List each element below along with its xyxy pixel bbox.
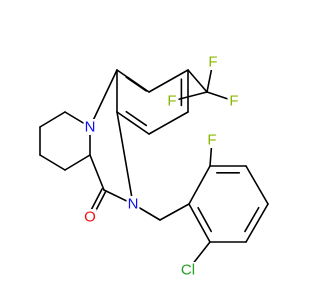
bond-A2-CF3	[187, 69, 208, 93]
atom-label-f-right: F	[229, 93, 238, 110]
atom-label-background	[206, 54, 220, 70]
bond-B4-B5	[245, 203, 269, 243]
molecule-canvas: F F F F N N O Cl	[39, 54, 269, 279]
bond-A1-A2	[148, 69, 189, 93]
aromatic-bond-a1	[125, 76, 148, 92]
bond-C6-C7	[89, 154, 105, 191]
aromatic-bond-b3	[197, 206, 213, 233]
atom-label-background	[205, 132, 219, 148]
molecule-structure: F F F F N N O Cl	[39, 54, 269, 279]
bond-A3-A4	[148, 111, 189, 135]
atom-label-background	[83, 119, 97, 135]
atom-label-f-aryl: F	[207, 132, 216, 149]
atom-label-cl-aryl: Cl	[181, 262, 195, 279]
aromatic-bond-a3	[125, 110, 148, 127]
atom-label-o-carbonyl: O	[84, 209, 96, 226]
bond-C4-C5	[39, 154, 66, 171]
atom-label-background	[165, 93, 179, 109]
atom-label-n-amide: N	[128, 196, 139, 213]
atom-label-layer: F F F F N N O Cl	[83, 54, 241, 279]
aromatic-bond-b2	[244, 206, 260, 233]
bond-N2-A5	[116, 111, 134, 205]
bond-B1-B2	[188, 165, 211, 205]
atom-label-background	[126, 196, 140, 212]
atom-label-background	[227, 93, 241, 109]
atom-label-f-top: F	[208, 54, 217, 71]
atom-label-f-left: F	[167, 93, 176, 110]
bond-A6-N1	[89, 69, 118, 128]
bond-A4-A5	[116, 111, 150, 135]
bond-CH2-B1	[159, 203, 190, 221]
bond-B3-B4	[245, 165, 269, 205]
bond-C5-C6	[64, 154, 91, 171]
bond-B6-B1	[188, 203, 211, 243]
atom-label-background	[83, 209, 97, 225]
atom-label-background	[178, 262, 198, 278]
atom-label-n-ring: N	[85, 119, 96, 136]
bond-C2-C3	[39, 111, 66, 128]
